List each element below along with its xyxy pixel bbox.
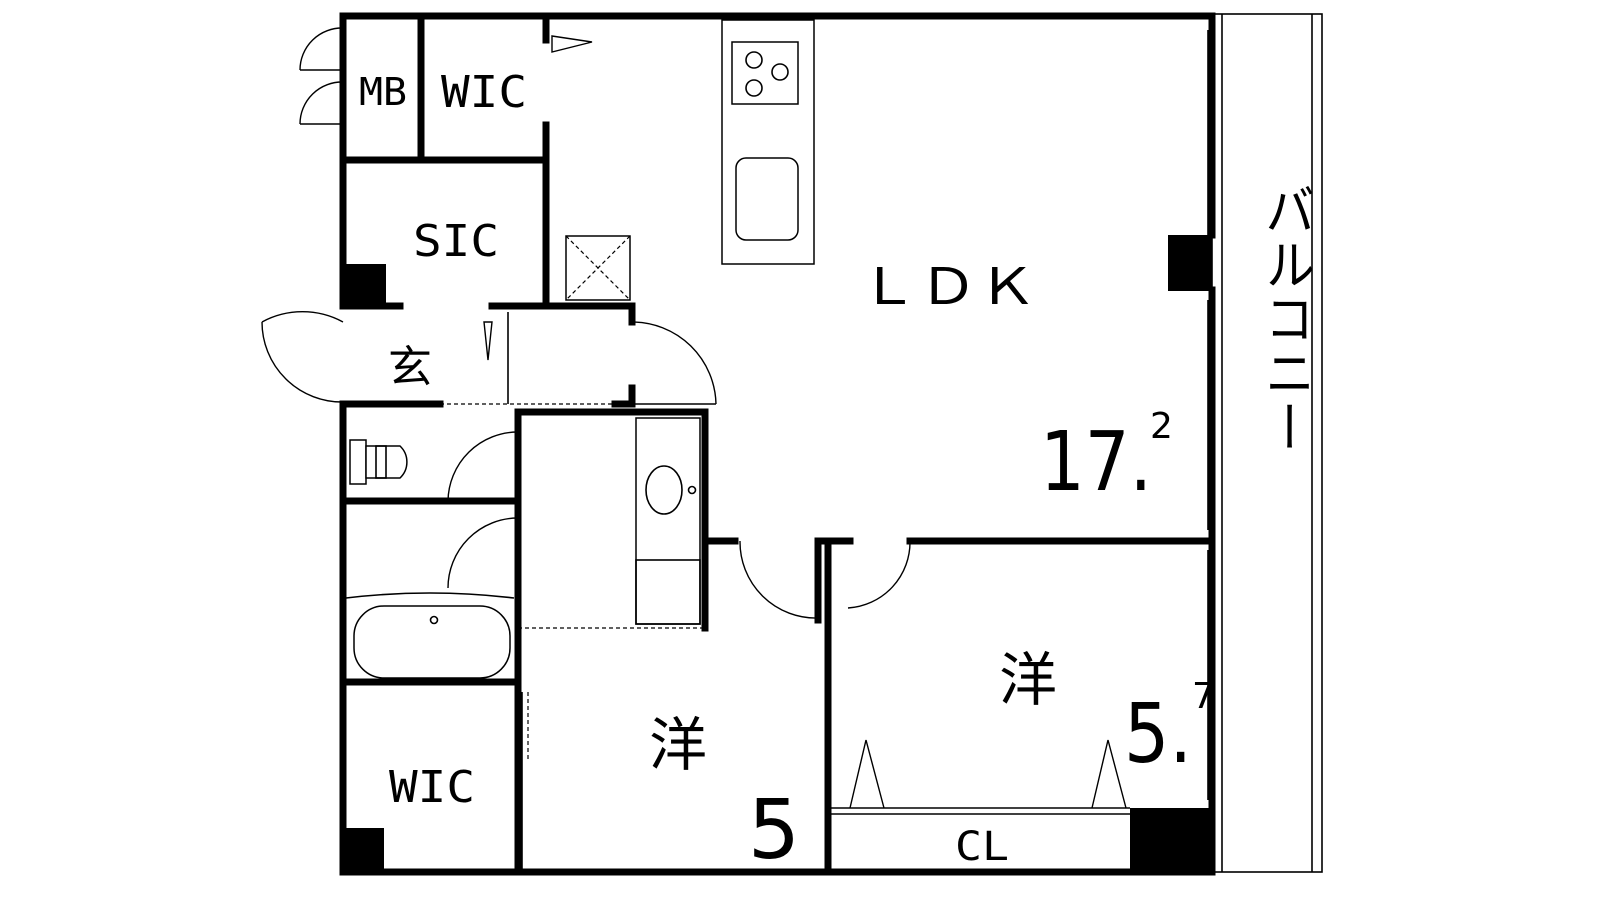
label-ldk: ＬＤＫ — [859, 258, 1037, 316]
label-wic-top: WIC — [441, 67, 527, 118]
wash-basin — [635, 417, 701, 625]
label-western-left-size: 5 — [748, 783, 800, 878]
label-sic: SIC — [413, 216, 499, 267]
kitchen-counter — [721, 19, 815, 265]
fridge-space — [565, 235, 631, 301]
label-entrance: 玄 — [388, 342, 432, 393]
label-western-right-size-decimal: 7 — [1192, 676, 1215, 717]
label-closet: CL — [955, 824, 1009, 870]
label-balcony: バルコニー — [1257, 182, 1315, 454]
label-ldk-size-decimal: 2 — [1150, 406, 1173, 447]
label-western-right-size: 5. — [1124, 687, 1192, 782]
label-mb: MB — [359, 70, 407, 114]
label-western-right: 洋 — [999, 646, 1057, 714]
door-swings — [261, 27, 1127, 872]
structural-columns — [346, 235, 1212, 872]
label-ldk-size: 17. — [1040, 415, 1152, 510]
bathtub-fixture — [345, 592, 515, 679]
label-wic-bottom: WIC — [389, 762, 475, 813]
toilet-fixture — [349, 439, 408, 485]
label-western-left: 洋 — [649, 711, 707, 779]
